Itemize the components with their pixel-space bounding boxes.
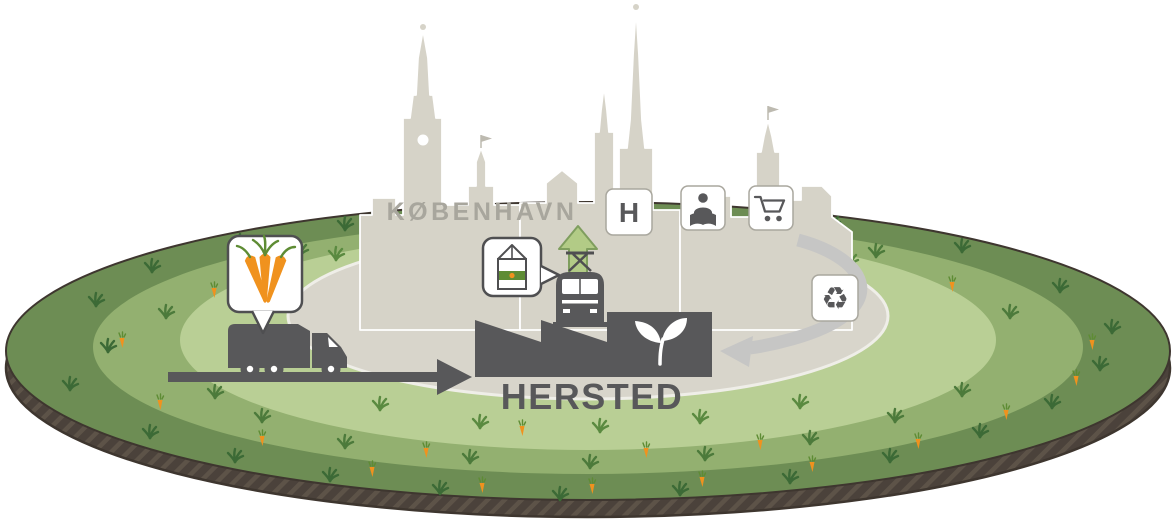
tram-base bbox=[553, 322, 607, 327]
right-arrow-icon bbox=[168, 359, 472, 395]
milk-speech-bubble bbox=[481, 236, 561, 298]
spire-finial bbox=[633, 4, 639, 10]
tower-clock bbox=[417, 134, 429, 146]
truck-body bbox=[228, 324, 310, 368]
spire-finial bbox=[420, 24, 426, 30]
carrot-speech-bubble bbox=[226, 234, 304, 335]
milk-carton-icon bbox=[497, 244, 527, 290]
tram-headlight bbox=[563, 309, 570, 313]
recycle-icon: ♻ bbox=[811, 274, 859, 322]
truck-icon bbox=[228, 324, 347, 379]
hospital-glyph: H bbox=[619, 197, 639, 228]
tower-flags bbox=[480, 106, 779, 148]
person-reading-icon bbox=[680, 185, 726, 231]
hospital-sign-icon: H bbox=[605, 188, 653, 236]
plant-label: HERSTED bbox=[501, 376, 684, 417]
recycle-glyph: ♻ bbox=[821, 281, 849, 316]
tram-icon bbox=[553, 251, 607, 327]
skyline-left-cluster bbox=[359, 29, 521, 331]
return-arrow-head bbox=[720, 336, 753, 367]
copenhagen-skyline bbox=[359, 4, 853, 331]
tram-pantograph bbox=[568, 253, 592, 272]
truck-windshield bbox=[328, 337, 338, 347]
city-label: KØBENHAVN bbox=[387, 198, 578, 226]
shopping-cart-icon bbox=[748, 185, 794, 231]
carrot-greens bbox=[235, 234, 297, 259]
truck-cab bbox=[312, 333, 347, 368]
hersted-plant bbox=[475, 312, 712, 377]
sprout-icon bbox=[635, 318, 687, 366]
tram-headlight bbox=[590, 309, 597, 313]
